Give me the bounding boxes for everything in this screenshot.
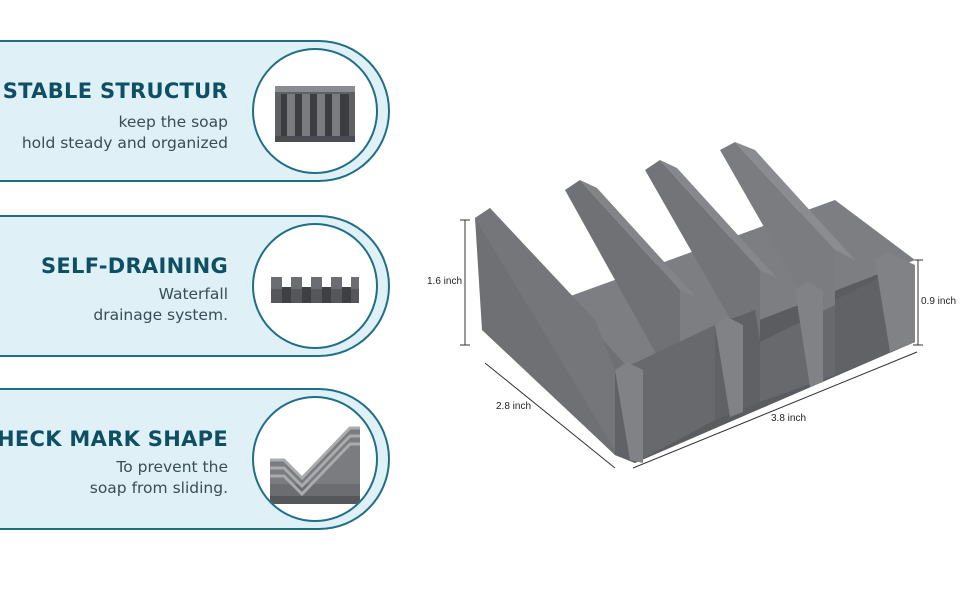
feature-description: Waterfall drainage system. <box>93 284 228 326</box>
check-mark-profile-icon <box>270 426 360 504</box>
dimension-height-front: 0.9 inch <box>921 296 957 307</box>
feature-description-line-2: hold steady and organized <box>21 134 228 152</box>
feature-description: To prevent the soap from sliding. <box>90 457 228 499</box>
feature-title: CHECK MARK SHAPE <box>0 427 228 451</box>
feature-description-line-2: drainage system. <box>93 306 228 324</box>
feature-title: SELF-DRAINING <box>40 254 228 278</box>
feature-card-self-draining: SELF-DRAINING Waterfall drainage system. <box>0 215 390 357</box>
dimension-depth: 2.8 inch <box>496 401 532 412</box>
feature-card-check-mark-shape: CHECK MARK SHAPE To prevent the soap fro… <box>0 388 390 530</box>
feature-description-line-2: soap from sliding. <box>89 479 228 497</box>
feature-description-line-1: keep the soap <box>118 113 228 131</box>
soap-dish-product-image <box>460 142 923 469</box>
feature-card-stable-structure: STABLE STRUCTUR keep the soap hold stead… <box>0 40 390 182</box>
feature-description: keep the soap hold steady and organized <box>22 112 228 154</box>
dimension-width: 3.8 inch <box>771 413 807 424</box>
feature-description-line-1: Waterfall <box>158 285 228 303</box>
dimension-height-back: 1.6 inch <box>427 276 463 287</box>
feature-image-circle <box>252 396 378 522</box>
drainage-tray-icon <box>271 277 359 303</box>
ridged-tray-icon <box>275 86 355 142</box>
feature-image-circle <box>252 223 378 349</box>
feature-image-circle <box>252 48 378 174</box>
feature-title: STABLE STRUCTUR <box>2 79 228 103</box>
feature-description-line-1: To prevent the <box>116 458 228 476</box>
